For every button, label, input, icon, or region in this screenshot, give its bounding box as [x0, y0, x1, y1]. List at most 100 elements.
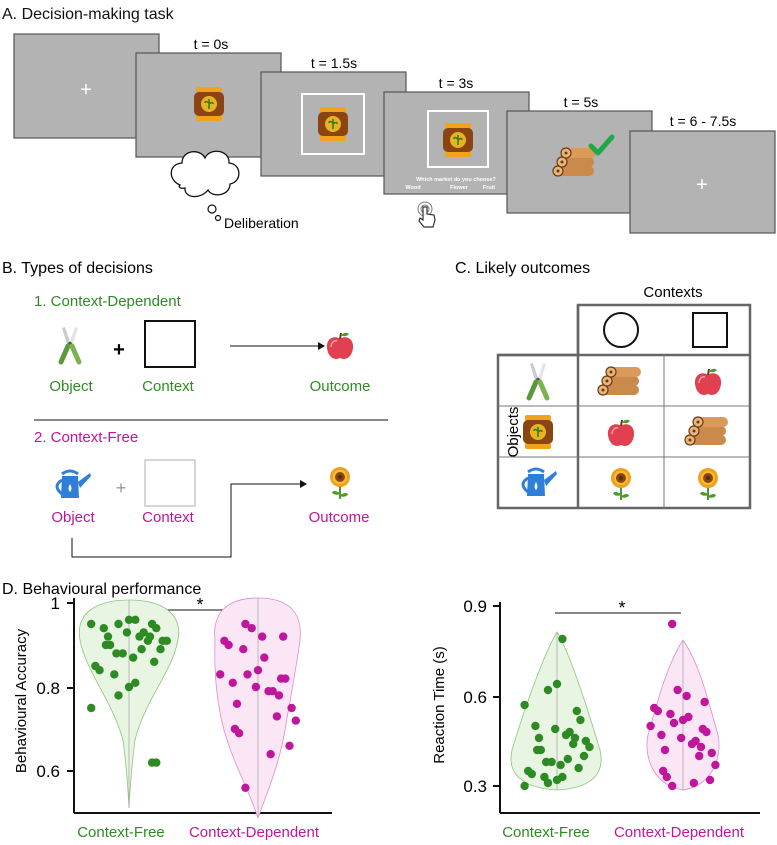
free-data-point: [585, 742, 594, 752]
dependent-data-point: [260, 653, 269, 662]
checkmark-icon: [588, 134, 615, 156]
free-data-point: [152, 624, 161, 633]
free-data-point: [579, 751, 589, 761]
dependent-data-point: [224, 640, 233, 650]
accuracy-ylabel: Behavioural Accuracy: [13, 628, 30, 773]
dependent-data-point: [234, 729, 244, 738]
tap-hand-icon: [417, 201, 436, 228]
apple-icon: [606, 418, 636, 447]
accuracy-xtick: Context-Dependent: [189, 824, 320, 841]
dependent-data-point: [702, 727, 711, 737]
option-wood: Wood: [405, 185, 420, 191]
free-data-point: [105, 640, 115, 650]
rt-chart: Reaction Time (s) 0.9 0.6 0.3 * Context-…: [431, 597, 760, 841]
dependent-data-point: [662, 772, 671, 782]
square-context-icon: [692, 312, 728, 348]
dependent-data-point: [272, 712, 282, 721]
free-data-point: [143, 636, 153, 645]
accuracy-ytick: 0.6: [36, 762, 60, 781]
context-frame: [301, 93, 365, 155]
dependent-data-point: [253, 666, 263, 675]
sig-star: *: [196, 595, 203, 615]
free-data-point: [118, 649, 127, 658]
free-data-point: [112, 649, 121, 658]
dependent-data-point: [707, 748, 716, 758]
deliberation-label: Deliberation: [224, 215, 299, 231]
free-data-point: [110, 670, 119, 679]
free-data-point: [536, 745, 545, 755]
dependent-data-point: [687, 739, 697, 749]
dependent-data-point: [689, 778, 698, 788]
rt-ytick: 0.3: [463, 777, 487, 796]
free-data-point: [543, 685, 553, 695]
logs-icon: [684, 416, 729, 446]
shears-icon: [529, 363, 547, 398]
sunflower-icon: [697, 467, 719, 501]
free-data-point: [552, 679, 562, 689]
dependent-data-point: [216, 670, 225, 679]
shears-icon: [61, 327, 79, 362]
dependent-data-point: [696, 742, 706, 752]
dependent-data-point: [711, 760, 720, 770]
square-context-faint: [144, 459, 196, 507]
dependent-data-point: [653, 706, 662, 716]
dependent-data-point: [646, 721, 655, 731]
dependent-data-point: [264, 687, 273, 696]
context-label-free: Context: [142, 509, 195, 526]
outcome-table: [496, 303, 752, 510]
dependent-data-point: [700, 697, 709, 707]
choice-question: Which market do you choose?: [416, 177, 496, 183]
accuracy-ytick: 0.8: [36, 679, 60, 698]
dependent-data-point: [241, 619, 250, 629]
context-frame: [427, 110, 489, 168]
dependent-data-point: [258, 632, 267, 641]
time-label-4: t = 6 - 7.5s: [670, 113, 737, 129]
object-label-free: Object: [51, 509, 95, 526]
apple-icon: [325, 331, 355, 360]
watering-can-icon: [55, 469, 93, 500]
sig-star: *: [618, 598, 625, 618]
free-data-point: [99, 624, 109, 633]
context-label-dep: Context: [142, 378, 195, 395]
dependent-data-point: [657, 730, 666, 740]
free-data-point: [124, 682, 134, 692]
free-data-point: [95, 666, 104, 675]
free-data-point: [520, 781, 529, 791]
context-free-title: 2. Context-Free: [34, 429, 138, 446]
contexts-label: Contexts: [643, 284, 702, 301]
dependent-data-point: [682, 691, 691, 701]
bypass-arrow: [71, 483, 300, 558]
dependent-data-point: [673, 685, 682, 695]
free-data-point: [131, 678, 140, 687]
dependent-data-point: [239, 645, 248, 654]
dependent-data-point: [279, 632, 288, 641]
arrow-head: [300, 480, 307, 488]
free-data-point: [527, 769, 536, 779]
free-data-point: [87, 619, 96, 629]
free-data-point: [552, 775, 562, 785]
dependent-data-point: [677, 733, 686, 743]
free-data-point: [572, 706, 581, 716]
dependent-data-point: [695, 751, 704, 761]
dependent-data-point: [251, 682, 261, 692]
free-data-point: [131, 615, 140, 624]
free-data-point: [114, 691, 123, 700]
free-data-point: [556, 760, 565, 770]
dependent-data-point: [285, 741, 294, 750]
free-data-point: [547, 757, 556, 767]
dependent-data-point: [266, 750, 275, 759]
outcome-label-dep: Outcome: [310, 378, 371, 395]
rt-points: [520, 619, 720, 791]
panel-c-title: C. Likely outcomes: [455, 260, 590, 277]
violin-free: [510, 631, 602, 791]
free-data-point: [87, 703, 96, 713]
free-data-point: [576, 715, 585, 725]
object-label-dep: Object: [49, 378, 93, 395]
free-data-point: [531, 721, 540, 731]
rt-ylabel: Reaction Time (s): [431, 646, 448, 764]
free-data-point: [574, 763, 583, 773]
free-data-point: [558, 634, 567, 644]
plus-sign: +: [113, 339, 125, 361]
watering-can-icon: [521, 467, 559, 498]
